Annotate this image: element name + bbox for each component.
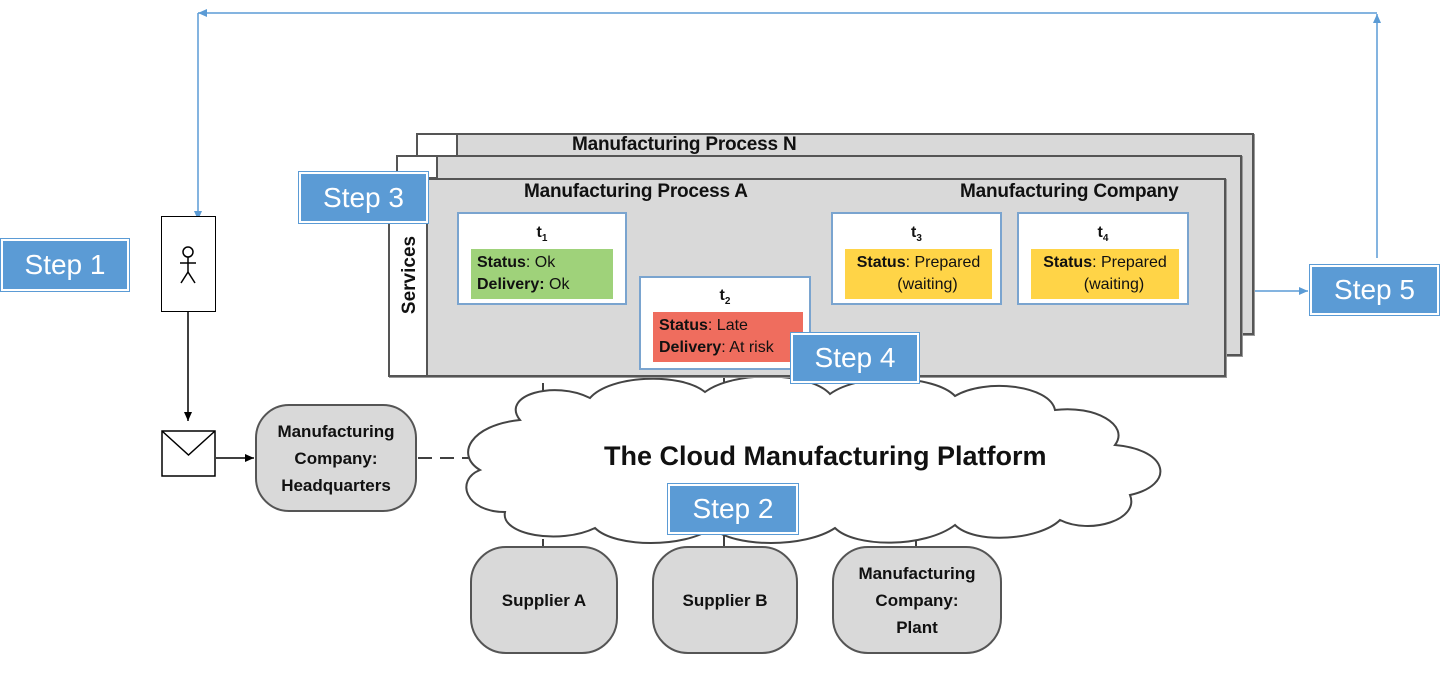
step-2-label: Step 2 xyxy=(668,484,798,534)
task-t4[interactable]: t4 Status: Prepared (waiting) xyxy=(1017,212,1189,305)
task-t3[interactable]: t3 Status: Prepared (waiting) xyxy=(831,212,1002,305)
node-plant[interactable]: Manufacturing Company: Plant xyxy=(832,546,1002,654)
envelope-icon[interactable] xyxy=(161,430,216,477)
panel-title-process-n: Manufacturing Process N xyxy=(572,134,797,155)
task-t3-status: Status: Prepared (waiting) xyxy=(845,249,992,300)
step-4-label: Step 4 xyxy=(791,333,919,383)
panel-tab-back xyxy=(416,133,458,157)
node-supplier-b[interactable]: Supplier B xyxy=(652,546,798,654)
task-t1-status: Status: Ok Delivery: Ok xyxy=(471,249,613,300)
person-icon[interactable] xyxy=(161,216,216,312)
task-t1[interactable]: t1 Status: Ok Delivery: Ok xyxy=(457,212,627,305)
task-t2-name: t2 xyxy=(719,287,731,308)
step-3-label: Step 3 xyxy=(299,172,428,223)
task-t2[interactable]: t2 Status: Late Delivery: At risk xyxy=(639,276,811,370)
node-supplier-a[interactable]: Supplier A xyxy=(470,546,618,654)
cloud-platform-label: The Cloud Manufacturing Platform xyxy=(604,441,1047,471)
services-label: Services xyxy=(399,235,420,315)
services-label-wrap: Services xyxy=(360,236,460,314)
task-t4-status: Status: Prepared (waiting) xyxy=(1031,249,1179,300)
step-1-label: Step 1 xyxy=(1,239,129,291)
panel-title-company: Manufacturing Company xyxy=(960,181,1179,202)
node-headquarters[interactable]: Manufacturing Company: Headquarters xyxy=(255,404,417,512)
step-5-label: Step 5 xyxy=(1310,265,1439,315)
task-t1-name: t1 xyxy=(536,224,548,245)
task-t4-name: t4 xyxy=(1097,224,1109,245)
panel-title-process-a: Manufacturing Process A xyxy=(524,181,748,202)
task-t3-name: t3 xyxy=(911,224,922,245)
task-t2-status: Status: Late Delivery: At risk xyxy=(653,312,803,363)
